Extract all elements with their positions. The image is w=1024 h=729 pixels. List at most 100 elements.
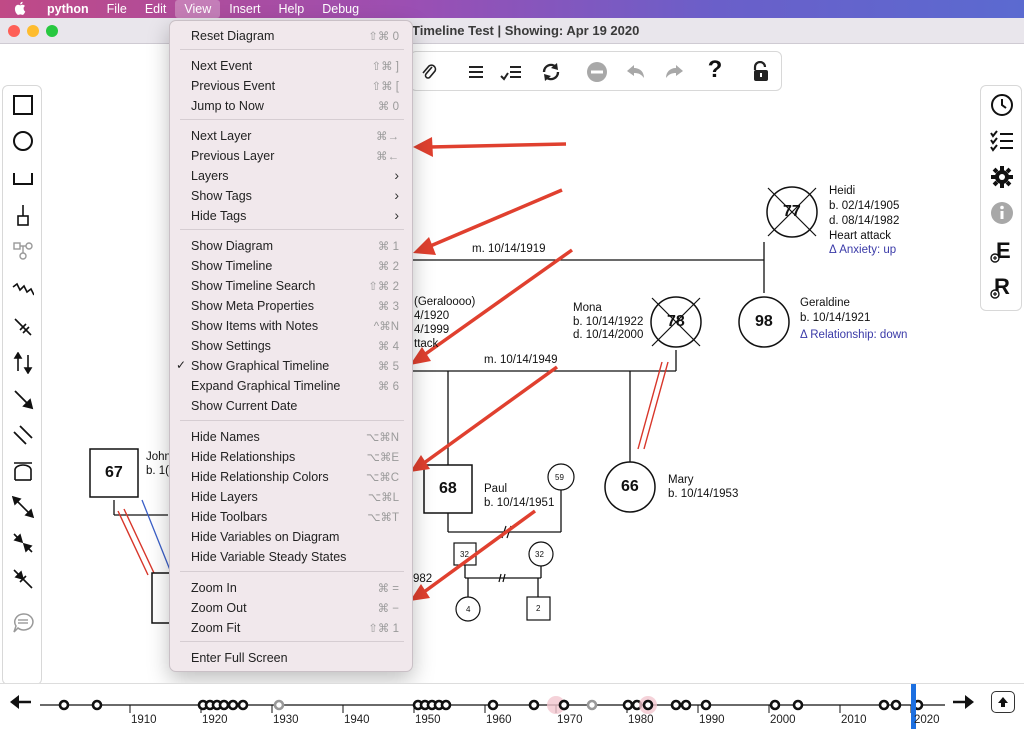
menu-item-show-timeline[interactable]: Show Timeline⌘ 2 bbox=[191, 259, 399, 273]
year-label: 2010 bbox=[841, 714, 867, 726]
menu-item-hide-relationships[interactable]: Hide Relationships⌥⌘E bbox=[191, 450, 399, 464]
menu-item-next-layer[interactable]: Next Layer⌘→ bbox=[191, 129, 399, 143]
event-icon[interactable]: E bbox=[988, 238, 1016, 264]
menu-item-expand-graphical-timeline[interactable]: Expand Graphical Timeline⌘ 6 bbox=[191, 379, 399, 393]
menu-item-enter-full-screen[interactable]: Enter Full Screen bbox=[191, 651, 288, 665]
left-toolbar bbox=[2, 85, 42, 685]
menu-item-show-graphical-timeline[interactable]: ✓Show Graphical Timeline⌘ 5 bbox=[176, 358, 399, 373]
refresh-icon[interactable] bbox=[537, 59, 565, 85]
stem-tool-icon[interactable] bbox=[9, 202, 37, 228]
inside-tool-icon[interactable] bbox=[9, 458, 37, 484]
edit-menu[interactable]: Edit bbox=[144, 2, 167, 16]
menu-item-hide-variables-on-diagram[interactable]: Hide Variables on Diagram bbox=[191, 530, 340, 544]
timeline-cursor bbox=[911, 684, 916, 729]
person-paul bbox=[423, 464, 473, 514]
menu-item-zoom-in[interactable]: Zoom In⌘ = bbox=[191, 581, 399, 595]
person-john bbox=[89, 448, 139, 498]
menu-item-hide-variable-steady-states[interactable]: Hide Variable Steady States bbox=[191, 550, 347, 564]
insert-menu[interactable]: Insert bbox=[229, 2, 261, 16]
diagram-canvas[interactable]: 77 Heidi b. 02/14/1905 d. 08/14/1982 Hea… bbox=[0, 45, 1024, 685]
circle-tool-icon[interactable] bbox=[9, 128, 37, 154]
year-label: 1930 bbox=[273, 714, 299, 726]
clock-icon[interactable] bbox=[988, 92, 1016, 118]
menu-item-hide-toolbars[interactable]: Hide Toolbars⌥⌘T bbox=[191, 510, 399, 524]
zoom-window-button[interactable] bbox=[46, 25, 58, 37]
person-32b bbox=[528, 541, 554, 567]
close-window-button[interactable] bbox=[8, 25, 20, 37]
graphical-timeline[interactable]: 1910 1920 1930 1940 1950 1960 1970 1980 … bbox=[0, 683, 1024, 729]
minimize-window-button[interactable] bbox=[27, 25, 39, 37]
system-menu-bar: python File Edit View Insert Help Debug bbox=[0, 0, 1024, 18]
mona-died: d. 10/14/2000 bbox=[573, 329, 644, 341]
conflict-tool-icon[interactable] bbox=[9, 278, 37, 304]
menu-item-show-timeline-search[interactable]: Show Timeline Search⇧⌘ 2 bbox=[191, 279, 399, 293]
family-diagram bbox=[89, 54, 818, 624]
cutoff-tool-icon[interactable] bbox=[9, 314, 37, 340]
timeline-prev-button[interactable] bbox=[10, 694, 32, 713]
person-geraldine bbox=[738, 296, 790, 348]
reciprocity-tool-icon[interactable] bbox=[9, 350, 37, 376]
away-tool-icon[interactable] bbox=[9, 494, 37, 520]
fusion-tool-icon[interactable] bbox=[9, 422, 37, 448]
person-4-age: 4 bbox=[466, 605, 471, 614]
year-label: 1920 bbox=[202, 714, 228, 726]
menu-item-hide-tags[interactable]: Hide Tags› bbox=[191, 207, 399, 223]
year-label: 2000 bbox=[770, 714, 796, 726]
bracket-tool-icon[interactable] bbox=[9, 166, 37, 192]
unlock-icon[interactable] bbox=[747, 59, 775, 85]
list-icon[interactable] bbox=[461, 59, 489, 85]
menu-item-hide-relationship-colors[interactable]: Hide Relationship Colors⌥⌘C bbox=[191, 470, 399, 484]
info-icon[interactable] bbox=[988, 200, 1016, 226]
menu-item-jump-to-now[interactable]: Jump to Now⌘ 0 bbox=[191, 99, 399, 113]
toward-tool-icon[interactable] bbox=[9, 530, 37, 556]
menu-item-show-meta-properties[interactable]: Show Meta Properties⌘ 3 bbox=[191, 299, 399, 313]
menu-item-show-current-date[interactable]: Show Current Date bbox=[191, 399, 298, 413]
report-icon[interactable]: R bbox=[988, 274, 1016, 300]
year-label: 1990 bbox=[699, 714, 725, 726]
callout-tool-icon[interactable] bbox=[9, 610, 37, 636]
menu-item-hide-names[interactable]: Hide Names⌥⌘N bbox=[191, 430, 399, 444]
menu-item-reset-diagram[interactable]: Reset Diagram⇧⌘ 0 bbox=[191, 29, 399, 43]
app-menu[interactable]: python bbox=[47, 2, 89, 16]
minus-icon[interactable] bbox=[583, 59, 611, 85]
square-tool-icon[interactable] bbox=[9, 92, 37, 118]
year-label: 1940 bbox=[344, 714, 370, 726]
children-tool-icon[interactable] bbox=[9, 238, 37, 264]
projection-tool-icon[interactable] bbox=[9, 386, 37, 412]
gear-icon[interactable] bbox=[988, 164, 1016, 190]
help-menu[interactable]: Help bbox=[278, 2, 305, 16]
file-menu[interactable]: File bbox=[106, 2, 127, 16]
menu-item-previous-event[interactable]: Previous Event⇧⌘ [ bbox=[191, 79, 399, 93]
attach-icon[interactable] bbox=[415, 59, 443, 85]
menu-item-show-diagram[interactable]: Show Diagram⌘ 1 bbox=[191, 239, 399, 253]
debug-menu[interactable]: Debug bbox=[322, 2, 360, 16]
menu-separator bbox=[180, 571, 404, 572]
menu-item-hide-layers[interactable]: Hide Layers⌥⌘L bbox=[191, 490, 399, 504]
menu-item-zoom-out[interactable]: Zoom Out⌘ − bbox=[191, 601, 399, 615]
menu-item-next-event[interactable]: Next Event⇧⌘ ] bbox=[191, 59, 399, 73]
menu-item-show-items-with-notes[interactable]: Show Items with Notes^⌘N bbox=[191, 319, 399, 333]
menu-item-show-tags[interactable]: Show Tags› bbox=[191, 187, 399, 203]
menu-item-previous-layer[interactable]: Previous Layer⌘← bbox=[191, 149, 399, 163]
heidi-age: 77 bbox=[783, 203, 801, 220]
redo-icon[interactable] bbox=[661, 59, 689, 85]
help-icon[interactable]: ? bbox=[707, 56, 723, 83]
checkmark-icon: ✓ bbox=[176, 358, 187, 372]
year-label: 2020 bbox=[914, 714, 940, 726]
timeline-next-button[interactable] bbox=[952, 694, 974, 713]
partial-name: (Geraloooo) bbox=[414, 296, 476, 308]
apple-menu-icon[interactable] bbox=[0, 1, 38, 18]
undo-icon[interactable] bbox=[621, 59, 649, 85]
menu-item-zoom-fit[interactable]: Zoom Fit⇧⌘ 1 bbox=[191, 621, 399, 635]
paul-name: Paul bbox=[484, 483, 508, 495]
checklist-icon[interactable] bbox=[497, 59, 525, 85]
menu-item-show-settings[interactable]: Show Settings⌘ 4 bbox=[191, 339, 399, 353]
menu-item-layers[interactable]: Layers› bbox=[191, 167, 399, 183]
person-59-age: 59 bbox=[555, 473, 564, 482]
person-2 bbox=[526, 596, 551, 621]
define-self-tool-icon[interactable] bbox=[9, 566, 37, 592]
person-32b-age: 32 bbox=[535, 550, 544, 559]
timeline-expand-button[interactable] bbox=[991, 691, 1015, 713]
checklist-icon[interactable] bbox=[988, 128, 1016, 154]
view-menu[interactable]: View bbox=[175, 0, 221, 18]
